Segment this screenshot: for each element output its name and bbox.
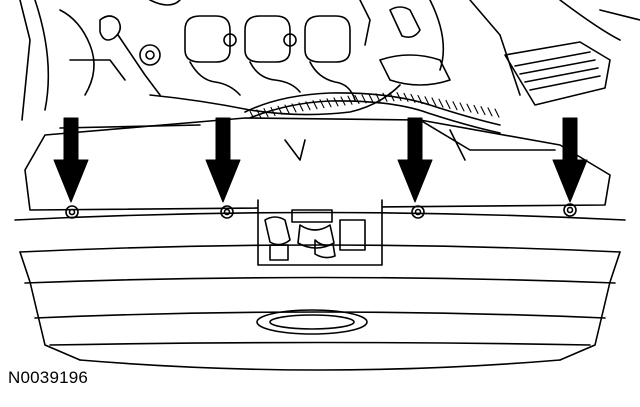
- engine-compartment: [20, 0, 640, 120]
- callout-arrows: [54, 118, 587, 202]
- hood-latch: [258, 200, 382, 265]
- bolt-hole-4: [564, 204, 576, 216]
- bolt-hole-3: [412, 206, 424, 218]
- radiator-support-cover: [25, 118, 610, 218]
- figure-reference-number: N0039196: [8, 368, 89, 387]
- seal-strip: [245, 93, 500, 133]
- arrow-down-icon: [206, 118, 240, 202]
- bolt-hole-2: [221, 206, 233, 218]
- arrow-down-icon: [398, 118, 432, 202]
- arrow-down-icon: [553, 118, 587, 202]
- front-grille: [15, 213, 625, 371]
- arrow-down-icon: [54, 118, 88, 202]
